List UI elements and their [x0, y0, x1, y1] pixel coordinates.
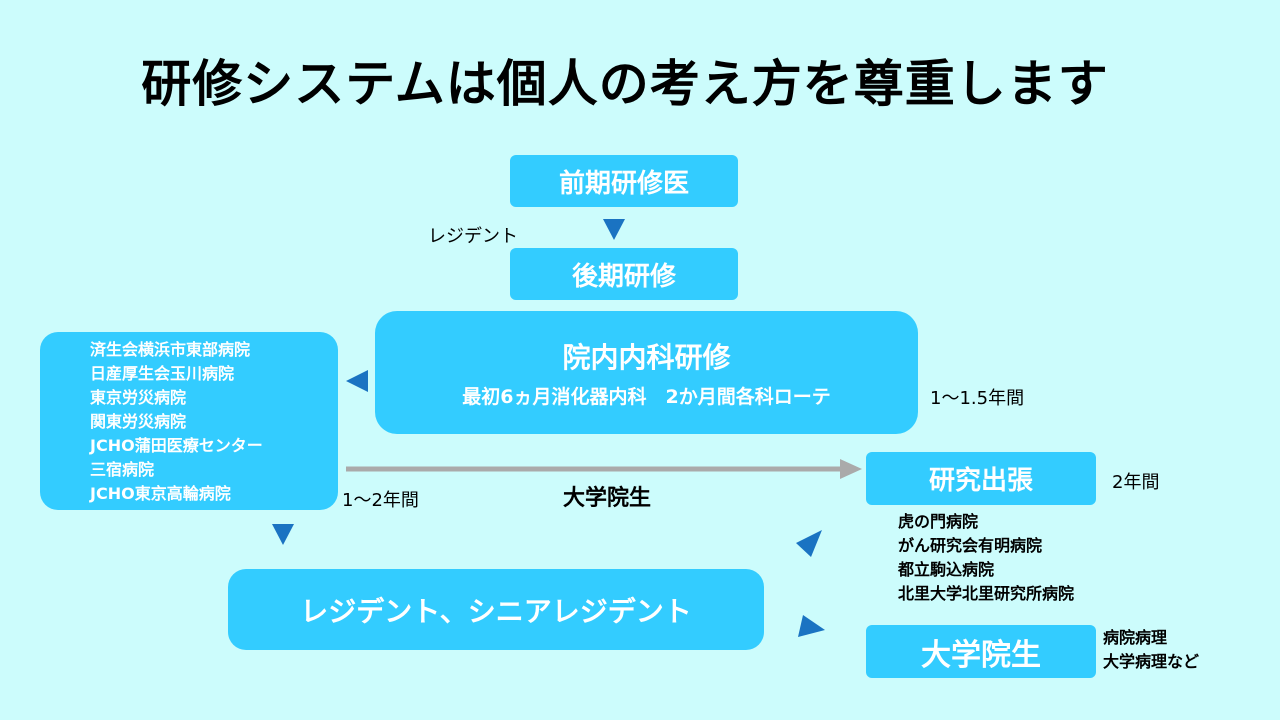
arrow-left-inhouse-external [346, 370, 368, 392]
page-title: 研修システムは個人の考え方を尊重します [141, 55, 1109, 113]
list-item: 病院病理 [1103, 628, 1168, 647]
list-item: JCHO東京高輪病院 [90, 484, 231, 503]
inhouse-training-title: 院内内科研修 [562, 341, 731, 374]
research-leave-label: 研究出張 [928, 466, 1033, 496]
external-hospitals-box [40, 332, 338, 510]
list-item: 日産厚生会玉川病院 [90, 364, 235, 383]
inhouse-training-box: 院内内科研修 最初6ヵ月消化器内科 2か月間各科ローテ [375, 311, 918, 434]
arrow-resident-to-grad [798, 615, 825, 637]
arrow-head-grad [840, 459, 862, 479]
grad-arrow-label: 大学院生 [563, 486, 652, 511]
list-item: がん研究会有明病院 [898, 536, 1043, 555]
early-training-label: 前期研修医 [558, 168, 689, 199]
inhouse-training-subtitle: 最初6ヵ月消化器内科 2か月間各科ローテ [462, 386, 831, 408]
arrow-down-external-resident [272, 524, 294, 545]
list-item: 東京労災病院 [90, 388, 187, 407]
resident-senior-label: レジデント、シニアレジデント [300, 594, 692, 628]
list-item: 北里大学北里研究所病院 [898, 584, 1075, 603]
external-hospitals-list: 済生会横浜市東部病院 日産厚生会玉川病院 東京労災病院 関東労災病院 JCHO蒲… [90, 338, 263, 506]
list-item: 虎の門病院 [898, 512, 979, 531]
grad-student-label: 大学院生 [921, 637, 1041, 673]
list-item: 大学病理など [1103, 652, 1200, 671]
late-training-box: 後期研修 [510, 248, 738, 300]
list-item: 関東労災病院 [90, 412, 187, 431]
research-sites-list: 虎の門病院 がん研究会有明病院 都立駒込病院 北里大学北里研究所病院 [898, 510, 1074, 606]
external-duration-label: 1～2年間 [342, 490, 419, 511]
grad-fields-list: 病院病理 大学病理など [1103, 626, 1199, 674]
list-item: 三宿病院 [90, 460, 155, 479]
inhouse-duration-label: 1～1.5年間 [930, 388, 1025, 409]
list-item: 済生会横浜市東部病院 [90, 340, 251, 359]
research-leave-box: 研究出張 [866, 452, 1096, 505]
late-training-label: 後期研修 [571, 261, 676, 292]
grad-student-box: 大学院生 [866, 625, 1096, 678]
list-item: JCHO蒲田医療センター [90, 436, 263, 455]
list-item: 都立駒込病院 [898, 560, 995, 579]
resident-senior-box: レジデント、シニアレジデント [228, 569, 764, 650]
resident-small-label: レジデント [428, 226, 518, 247]
research-duration-label: 2年間 [1112, 472, 1160, 493]
early-training-box: 前期研修医 [510, 155, 738, 207]
arrow-down-early-late [603, 219, 625, 240]
arrow-research-to-resident [796, 530, 822, 557]
